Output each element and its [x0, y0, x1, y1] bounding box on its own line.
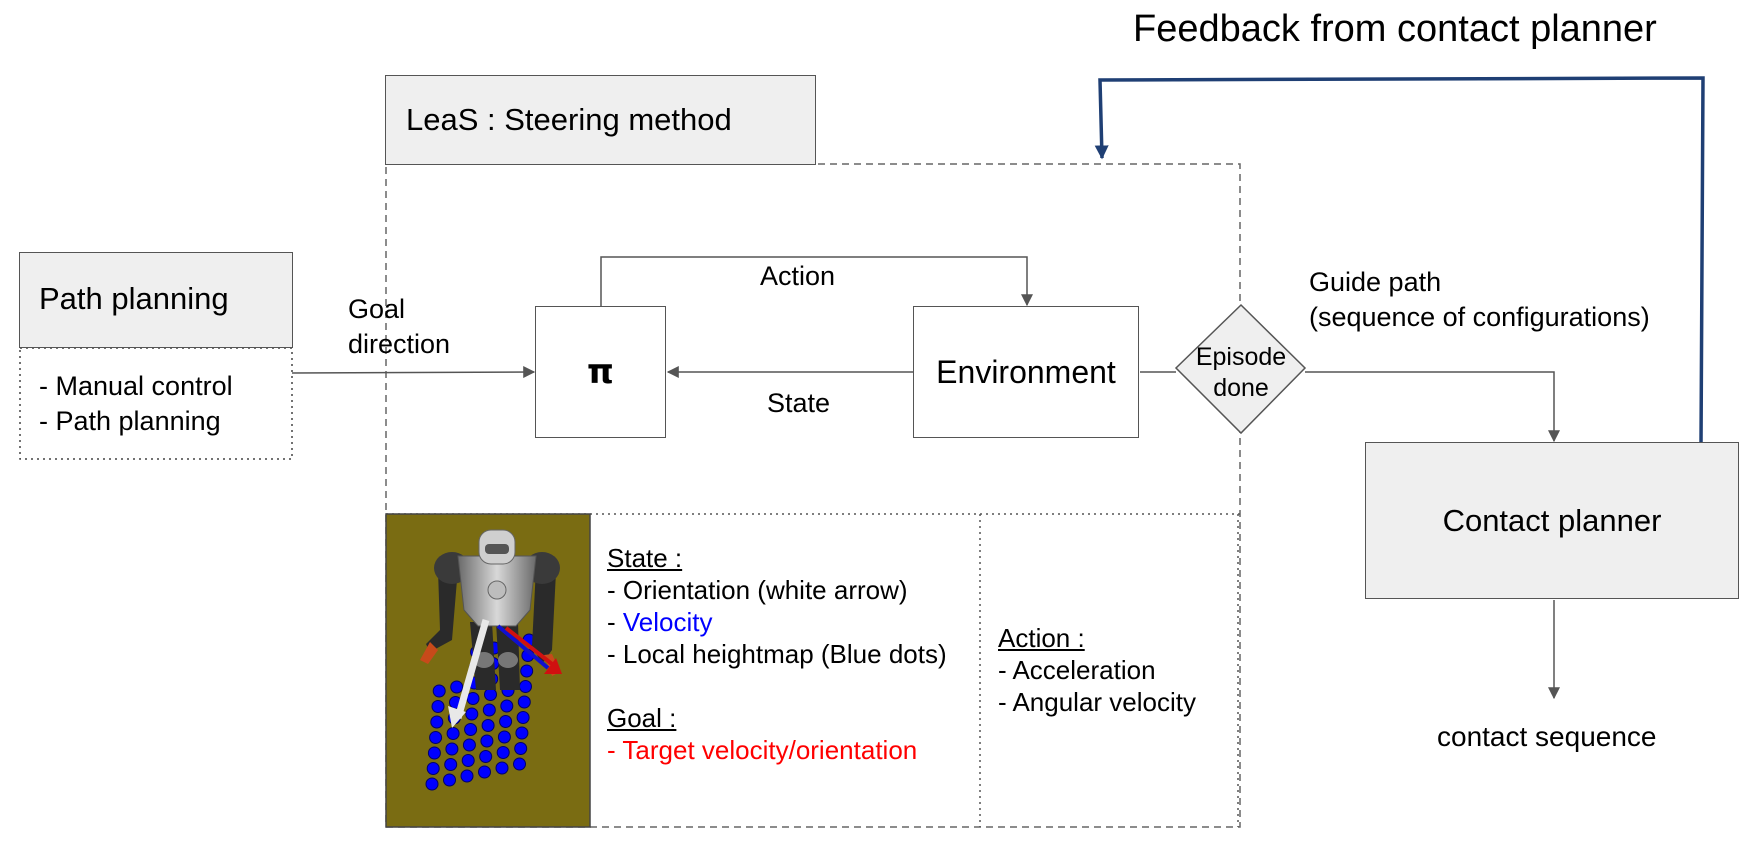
velocity-prefix: - — [607, 607, 623, 637]
contact-planner-label: Contact planner — [1442, 502, 1662, 538]
action-arrow — [600, 256, 1033, 307]
heightmap-dot — [514, 742, 528, 755]
heightmap-dot — [429, 731, 443, 744]
feedback-label: Feedback from contact planner — [1133, 8, 1657, 50]
heightmap-dot — [481, 719, 495, 732]
panel-spacer — [607, 670, 947, 702]
heightmap-dot — [515, 726, 529, 740]
heightmap-dot — [443, 773, 456, 787]
goal-target: - Target velocity/orientation — [607, 735, 918, 765]
contact-planner-box: Contact planner — [1365, 442, 1739, 599]
heightmap-dot — [461, 754, 475, 767]
state-velocity-line: - Velocity — [607, 606, 947, 638]
heightmap-dot — [499, 715, 513, 728]
action-label: Action — [760, 261, 836, 291]
heightmap-dot — [446, 727, 460, 740]
environment-box: Environment — [913, 306, 1139, 438]
heightmap-dot — [466, 692, 480, 705]
heightmap-dot — [464, 723, 478, 736]
heightmap-dot — [500, 699, 514, 713]
heightmap-dot — [465, 707, 479, 721]
episode-done-line-2: done — [1213, 374, 1269, 402]
robot-heightmap-picture — [385, 513, 591, 828]
state-velocity: Velocity — [622, 607, 713, 637]
contact-sequence-label: contact sequence — [1437, 721, 1657, 752]
feedback-loop-arrow — [1094, 76, 1705, 445]
guide-path-line-1: Guide path — [1309, 267, 1442, 297]
heightmap-dot — [480, 734, 494, 748]
path-planning-options: - Manual control - Path planning — [39, 369, 233, 439]
heightmap-dot — [450, 680, 464, 694]
path-planning-box: Path planning — [19, 252, 293, 348]
policy-box: π — [535, 306, 666, 438]
heightmap-dot — [516, 711, 530, 724]
goal-heading: Goal : — [607, 703, 677, 733]
action-acceleration: - Acceleration — [998, 655, 1156, 685]
heightmap-dot — [495, 761, 509, 775]
heightmap-dot — [460, 769, 474, 783]
heightmap-dot — [444, 758, 458, 771]
state-label: State — [767, 388, 831, 418]
guide-path-label: Guide path (sequence of configurations) — [1309, 265, 1650, 335]
heightmap-dot — [497, 730, 511, 744]
heightmap-dot — [432, 684, 446, 698]
state-heightmap: - Local heightmap (Blue dots) — [607, 639, 947, 669]
policy-symbol: π — [587, 352, 614, 392]
guide-path-line-2: (sequence of configurations) — [1309, 302, 1650, 332]
heightmap-dot — [484, 688, 497, 701]
goal-direction-line-2: direction — [348, 329, 451, 359]
episode-done-label: Episode done — [1176, 342, 1306, 404]
humanoid-robot-icon — [420, 529, 562, 728]
guide-path-arrow — [1305, 371, 1560, 443]
path-planning-title: Path planning — [39, 281, 229, 316]
heightmap-dot — [479, 750, 493, 763]
action-angular-velocity: - Angular velocity — [998, 687, 1196, 717]
episode-done-diamond — [1174, 303, 1307, 435]
heightmap-dot — [427, 746, 441, 760]
leas-title: LeaS : Steering method — [406, 102, 732, 137]
heightmap-dot — [520, 664, 534, 678]
action-panel: Action : - Acceleration - Angular veloci… — [998, 622, 1196, 718]
goal-direction-line-1: Goal — [348, 294, 406, 324]
goal-direction-arrow — [291, 366, 536, 379]
state-heading: State : — [607, 543, 683, 573]
action-heading: Action : — [998, 623, 1085, 653]
heightmap-dot — [517, 695, 531, 709]
heightmap-dot — [426, 762, 440, 775]
heightmap-dot — [496, 746, 510, 759]
episode-done-line-1: Episode — [1195, 343, 1287, 371]
heightmap-dot — [519, 680, 532, 693]
heightmap-dot — [425, 777, 439, 791]
heightmap-dot — [462, 738, 476, 752]
heightmap-dot — [478, 765, 491, 779]
goal-direction-label: Goal direction — [348, 292, 450, 362]
heightmap-dot — [445, 742, 459, 756]
heightmap-dot — [431, 700, 445, 713]
environment-label: Environment — [936, 353, 1116, 390]
option-path-planning: - Path planning — [39, 406, 221, 436]
heightmap-dot — [513, 757, 526, 771]
state-goal-panel: State : - Orientation (white arrow) - Ve… — [607, 542, 947, 766]
option-manual-control: - Manual control — [39, 371, 233, 401]
state-orientation: - Orientation (white arrow) — [607, 575, 908, 605]
leas-title-box: LeaS : Steering method — [385, 75, 816, 165]
heightmap-dot — [430, 715, 444, 729]
heightmap-dot — [482, 703, 496, 717]
